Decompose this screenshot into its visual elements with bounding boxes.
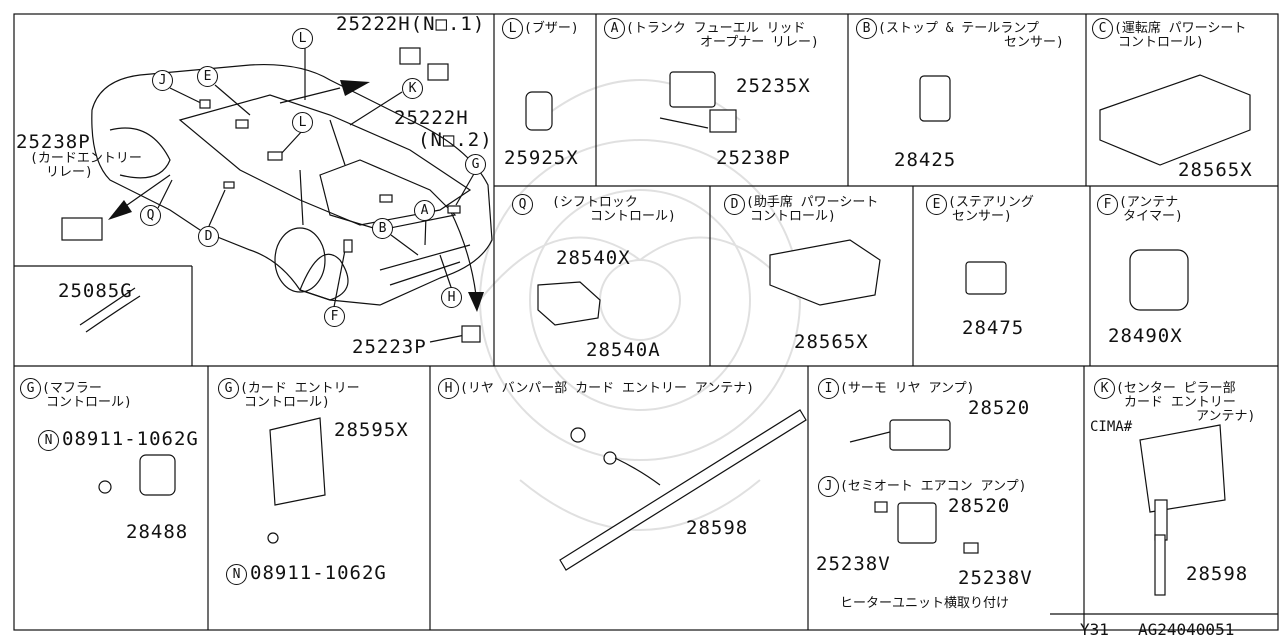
part-number: 25238P — [16, 131, 91, 153]
part-number: 28540A — [586, 339, 661, 361]
part-number: 28598 — [686, 517, 749, 539]
marker-k: K — [402, 78, 423, 99]
panel-title: (シフトロック — [552, 195, 638, 210]
car-outline — [91, 64, 493, 306]
marker-b: B — [372, 218, 393, 239]
panel-title: コントロール) — [750, 209, 836, 224]
part-number: 28595X — [334, 419, 409, 441]
panel-title: オープナー リレー) — [700, 35, 819, 50]
panel-title: センサー) — [952, 209, 1012, 224]
part-number: 25223P — [352, 336, 427, 358]
part-number: 28565X — [1178, 159, 1253, 181]
panel-marker: I — [818, 378, 839, 399]
part-number: 08911-1062G — [62, 428, 199, 450]
part-number: 28475 — [962, 317, 1025, 339]
panel-title: コントロール) — [244, 395, 330, 410]
panel-title: センサー) — [1004, 35, 1064, 50]
marker-a: A — [414, 200, 435, 221]
part-note: (カードエントリー — [30, 151, 142, 166]
marker-l: L — [292, 112, 313, 133]
bolt-marker: N — [226, 564, 247, 585]
mounting-note: ヒーターユニット横取り付け — [840, 596, 1010, 611]
marker-g: G — [465, 154, 486, 175]
part-number: 28488 — [126, 521, 189, 543]
part-number: 28598 — [1186, 563, 1249, 585]
marker-h: H — [441, 287, 462, 308]
part-number: (N□.2) — [418, 129, 493, 151]
panel-title: (ブザー) — [524, 21, 579, 36]
marker-e: E — [197, 66, 218, 87]
panel-marker: E — [926, 194, 947, 215]
panel-marker: G — [20, 378, 41, 399]
leader-lines — [157, 46, 476, 343]
marker-j: J — [152, 70, 173, 91]
panel-marker: F — [1097, 194, 1118, 215]
car-part-components — [61, 47, 481, 343]
panel-marker: G — [218, 378, 239, 399]
panel-title: (セミオート エアコン アンプ) — [840, 479, 1027, 494]
part-number: 28425 — [894, 149, 957, 171]
watermark-emblem — [479, 79, 801, 531]
part-number: 28520 — [968, 397, 1031, 419]
part-number: 25238P — [716, 147, 791, 169]
pointer-arrows — [108, 80, 484, 312]
panel-title: アンテナ) — [1196, 409, 1256, 424]
marker-l: L — [292, 28, 313, 49]
panel-title: (マフラー — [42, 381, 102, 396]
part-number: 28490X — [1108, 325, 1183, 347]
marker-q: Q — [140, 205, 161, 226]
panel-title: (助手席 パワーシート — [746, 195, 879, 210]
part-number: 28540X — [556, 247, 631, 269]
panel-marker: D — [724, 194, 745, 215]
panel-title: カード エントリー — [1124, 395, 1236, 410]
panel-title: (リヤ バンパー部 カード エントリー アンテナ) — [460, 381, 755, 396]
marker-f: F — [324, 306, 345, 327]
panel-title: (カード エントリー — [240, 381, 360, 396]
panel-part-drawings — [98, 71, 1251, 596]
panel-marker: H — [438, 378, 459, 399]
panel-marker: L — [502, 18, 523, 39]
part-number: 25085G — [58, 280, 133, 302]
variant-label: CIMA# — [1090, 419, 1133, 435]
part-number: 08911-1062G — [250, 562, 387, 584]
part-number: 25925X — [504, 147, 579, 169]
panel-title: (センター ピラー部 — [1116, 381, 1236, 396]
part-number: 25222H(N□.1) — [336, 13, 486, 35]
panel-title: コントロール) — [46, 395, 132, 410]
part-number: 25222H — [394, 107, 469, 129]
panel-grid — [13, 13, 1279, 631]
part-number: 28565X — [794, 331, 869, 353]
panel-title: (トランク フューエル リッド — [626, 21, 806, 36]
panel-marker: B — [856, 18, 877, 39]
panel-marker: J — [818, 476, 839, 497]
model-code: Y31 — [1080, 620, 1109, 639]
bolt-marker: N — [38, 430, 59, 451]
panel-title: タイマー) — [1123, 209, 1183, 224]
marker-d: D — [198, 226, 219, 247]
panel-marker: C — [1092, 18, 1113, 39]
panel-title: (運転席 パワーシート — [1114, 21, 1247, 36]
part-number: 25238V — [958, 567, 1033, 589]
diagram-code: AG24040051 — [1138, 620, 1235, 639]
part-number: 28520 — [948, 495, 1011, 517]
panel-marker: A — [604, 18, 625, 39]
panel-title: コントロール) — [1118, 35, 1204, 50]
part-number: 25238V — [816, 553, 891, 575]
part-note: リレー) — [46, 165, 93, 180]
part-number: 25235X — [736, 75, 811, 97]
panel-title: コントロール) — [590, 209, 676, 224]
panel-title: (ストップ & テールランプ — [878, 21, 1039, 36]
panel-title: (ステアリング — [948, 195, 1034, 210]
panel-marker: Q — [512, 194, 533, 215]
panel-marker: K — [1094, 378, 1115, 399]
panel-title: (アンテナ — [1119, 195, 1179, 210]
panel-title: (サーモ リヤ アンプ) — [840, 381, 975, 396]
